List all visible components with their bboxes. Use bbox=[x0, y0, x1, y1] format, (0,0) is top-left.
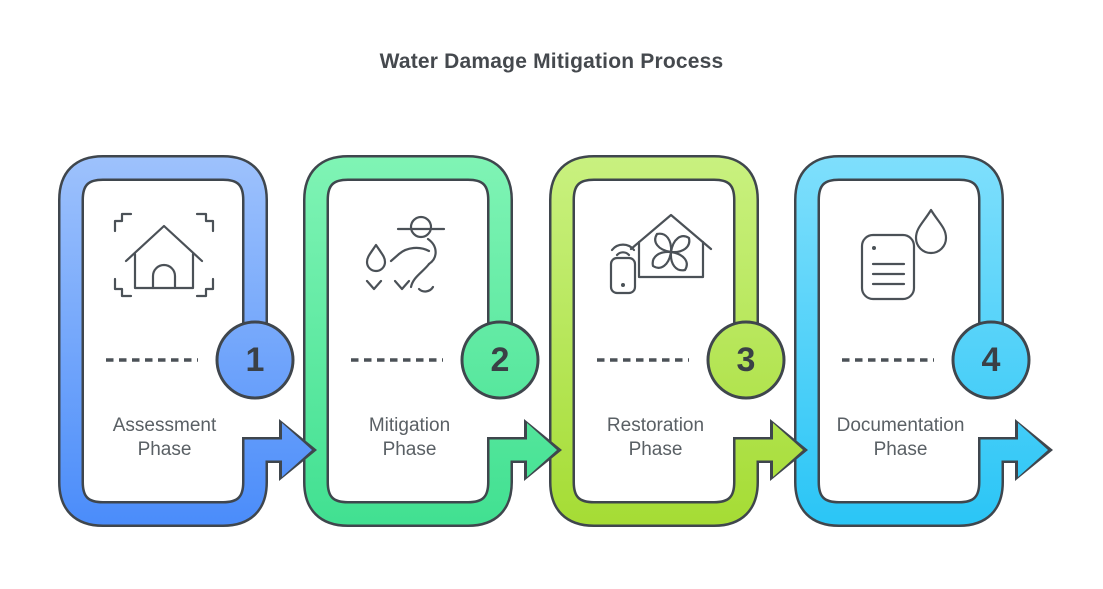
step-number: 4 bbox=[981, 340, 1001, 379]
step-number-circle bbox=[215, 320, 295, 400]
phase-card-frame bbox=[58, 155, 317, 527]
phase-card-frame bbox=[303, 155, 562, 527]
step-number: 2 bbox=[490, 340, 510, 379]
step-number-circle bbox=[460, 320, 540, 400]
phase-card-frame bbox=[549, 155, 808, 527]
house-assessment-icon bbox=[113, 212, 215, 298]
step-number: 3 bbox=[736, 340, 756, 379]
smart-drying-fan-icon bbox=[609, 213, 713, 295]
step-number-circle bbox=[706, 320, 786, 400]
phase-card-frame bbox=[794, 155, 1053, 527]
water-extraction-icon bbox=[365, 215, 446, 293]
page-title: Water Damage Mitigation Process bbox=[379, 50, 724, 73]
step-number-circle bbox=[951, 320, 1031, 400]
document-droplet-icon bbox=[860, 208, 948, 301]
step-number: 1 bbox=[245, 340, 265, 379]
